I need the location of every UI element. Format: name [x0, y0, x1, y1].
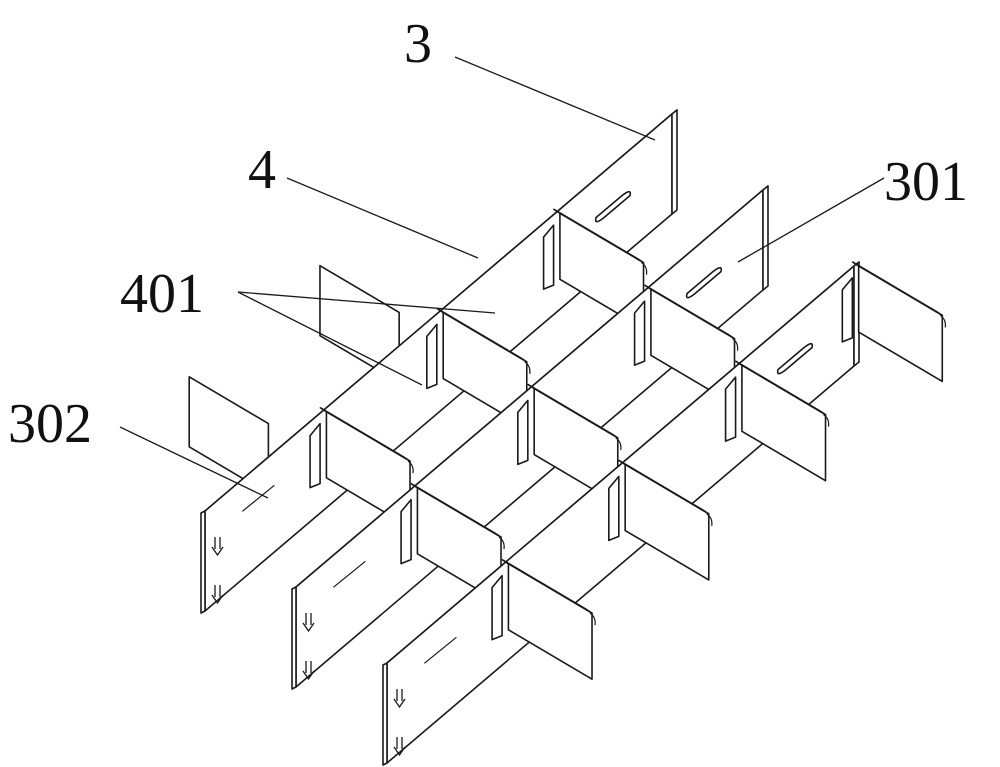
plate-1-divider-3-front-tab: [542, 224, 555, 290]
plate-2-front-edge: [291, 586, 297, 690]
plate-3-divider-1-front-tab: [491, 574, 503, 641]
plate-3-divider-3-tip-curve: [823, 414, 830, 427]
leader-divider: [286, 177, 479, 259]
plate-3-divider-2-tip-curve: [706, 513, 713, 527]
plate-3-front-edge: [382, 662, 388, 766]
plate-2-arrow-1: [302, 613, 315, 633]
plate-3-divider-1-tip-curve: [589, 612, 596, 626]
callout-plate-slot: 301: [884, 151, 968, 213]
plate-3-divider-1-face: [507, 562, 593, 680]
plate-assembly: [188, 109, 947, 766]
plate-1-arrow-1: [211, 537, 224, 557]
leader-divider-slot-a: [237, 291, 496, 314]
plate-2-divider-3-tip-curve: [732, 338, 739, 351]
callout-labels: 3 4 301 401 302: [8, 13, 968, 455]
plate-2-arrow-2: [302, 661, 315, 681]
plate-1-divider-3-tip-curve: [641, 262, 648, 275]
leader-lines: [119, 56, 885, 499]
callout-plate-marker: 302: [8, 393, 92, 455]
plate-1-divider-1-front-tab: [309, 422, 321, 489]
plate-1-front-edge: [200, 510, 206, 614]
plate-2-divider-2-front-tab: [517, 399, 529, 466]
plate-3-divider-4-front-tab: [841, 277, 854, 343]
plate-2-front-slot-line: [332, 560, 366, 588]
plate-1-divider-2-tip-curve: [524, 361, 531, 375]
plate-1-end-edge: [671, 109, 678, 215]
plate-3-divider-3-face: [741, 364, 827, 482]
plate-3-divider-2-front-tab: [608, 475, 620, 542]
leader-plate-marker: [119, 426, 269, 499]
plate-1-slot: [594, 190, 632, 223]
plate-2-divider-2-tip-curve: [615, 437, 622, 451]
plate-3-divider-4-face: [857, 265, 944, 383]
plate-3-slot: [776, 342, 814, 375]
leader-divider-slot-b: [237, 291, 423, 386]
callout-divider-slot: 401: [120, 263, 204, 325]
plate-1-divider-2-front-tab: [426, 323, 438, 390]
plate-2-end-edge: [762, 185, 769, 291]
callout-plate: 3: [404, 13, 432, 75]
plate-3-front-slot-line: [423, 636, 457, 664]
plate-2-slot: [685, 266, 723, 299]
plate-1-arrow-2: [211, 585, 224, 605]
plate-3-end-edge: [853, 261, 860, 367]
leader-plate-slot: [737, 177, 885, 263]
plate-3-arrow-2: [393, 737, 406, 757]
plate-3-divider-4-tip-curve: [939, 314, 947, 328]
leader-plate: [454, 56, 656, 141]
plate-1-divider-1-tip-curve: [407, 460, 414, 474]
plate-2-divider-3-front-tab: [633, 300, 646, 366]
callout-divider: 4: [248, 139, 276, 201]
plate-3-divider-2-face: [624, 463, 710, 581]
plate-1-front-slot-line: [241, 484, 275, 512]
plate-3-arrow-1: [393, 689, 406, 709]
plate-3-divider-3-front-tab: [724, 376, 737, 442]
plate-2-divider-1-tip-curve: [498, 536, 505, 550]
plate-2-divider-1-front-tab: [400, 498, 412, 565]
